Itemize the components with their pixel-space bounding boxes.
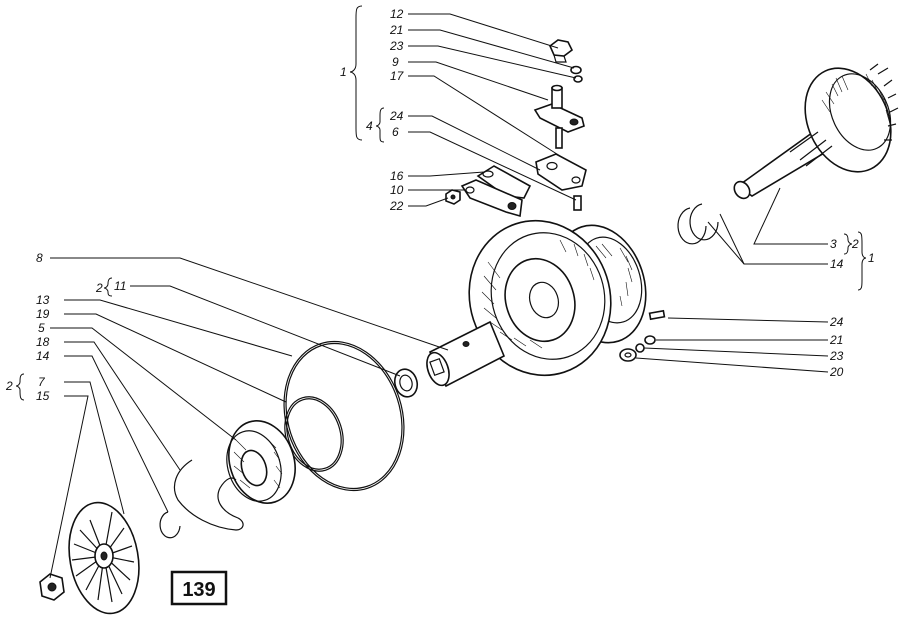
label-17: 17 bbox=[390, 69, 405, 83]
label-24-top: 24 bbox=[389, 109, 404, 123]
part-compressor-wheel-7 bbox=[68, 501, 140, 615]
label-18: 18 bbox=[36, 335, 50, 349]
label-11: 11 bbox=[114, 279, 126, 293]
part-compressor-back-plate bbox=[468, 219, 612, 377]
label-12: 12 bbox=[390, 7, 404, 21]
brace-label-2-left: 2 bbox=[5, 379, 13, 393]
part-washer-23-top bbox=[573, 75, 583, 83]
label-6: 6 bbox=[392, 125, 399, 139]
label-9: 9 bbox=[392, 55, 399, 69]
label-5: 5 bbox=[38, 321, 45, 335]
label-20: 20 bbox=[829, 365, 844, 379]
label-24-right: 24 bbox=[829, 315, 844, 329]
part-bushing-11 bbox=[393, 368, 419, 398]
brace-label-1-top: 1 bbox=[340, 65, 347, 79]
braces bbox=[15, 5, 867, 401]
part-seal-bush-5 bbox=[226, 420, 296, 504]
label-23-top: 23 bbox=[389, 39, 404, 53]
part-washer-20-right bbox=[619, 348, 637, 362]
label-10: 10 bbox=[390, 183, 404, 197]
part-piston-ring-14-left bbox=[159, 511, 181, 539]
label-22: 22 bbox=[389, 199, 404, 213]
brace-label-1-right: 1 bbox=[868, 251, 875, 265]
part-pin-6 bbox=[573, 195, 582, 211]
label-15: 15 bbox=[36, 389, 50, 403]
part-piston-rings-14-right bbox=[677, 203, 719, 245]
label-23-right: 23 bbox=[829, 349, 844, 363]
label-21-right: 21 bbox=[829, 333, 843, 347]
callout-labels: 12 21 23 9 17 24 6 16 10 22 8 11 13 19 5… bbox=[36, 7, 844, 403]
label-19: 19 bbox=[36, 307, 50, 321]
brace-label-2-group-11: 2 bbox=[95, 281, 103, 295]
label-14-left: 14 bbox=[36, 349, 50, 363]
label-3: 3 bbox=[830, 237, 837, 251]
label-7: 7 bbox=[38, 375, 46, 389]
part-bolt-12 bbox=[549, 39, 574, 63]
part-shaft-sleeve-8 bbox=[426, 320, 506, 388]
part-nut-21-right bbox=[644, 335, 656, 345]
label-16: 16 bbox=[390, 169, 404, 183]
part-spring-clip-18 bbox=[173, 459, 244, 531]
part-stud-24-right bbox=[648, 309, 666, 321]
label-21-top: 21 bbox=[389, 23, 403, 37]
label-14-right: 14 bbox=[830, 257, 844, 271]
part-turbine-wheel-shaft-3 bbox=[733, 63, 899, 200]
leader-lines bbox=[49, 13, 829, 579]
label-8: 8 bbox=[36, 251, 43, 265]
figure-number: 139 bbox=[182, 579, 215, 601]
part-washer-23-right bbox=[635, 343, 645, 353]
part-lever-9 bbox=[533, 84, 585, 149]
label-13: 13 bbox=[36, 293, 50, 307]
part-nut-15 bbox=[39, 573, 65, 601]
brace-label-2-right: 2 bbox=[851, 237, 859, 251]
brace-labels: 1 4 2 1 2 2 bbox=[5, 65, 875, 393]
brace-label-4: 4 bbox=[366, 119, 373, 133]
part-nut-22 bbox=[445, 189, 461, 205]
figure-number-box: 139 bbox=[170, 570, 228, 606]
